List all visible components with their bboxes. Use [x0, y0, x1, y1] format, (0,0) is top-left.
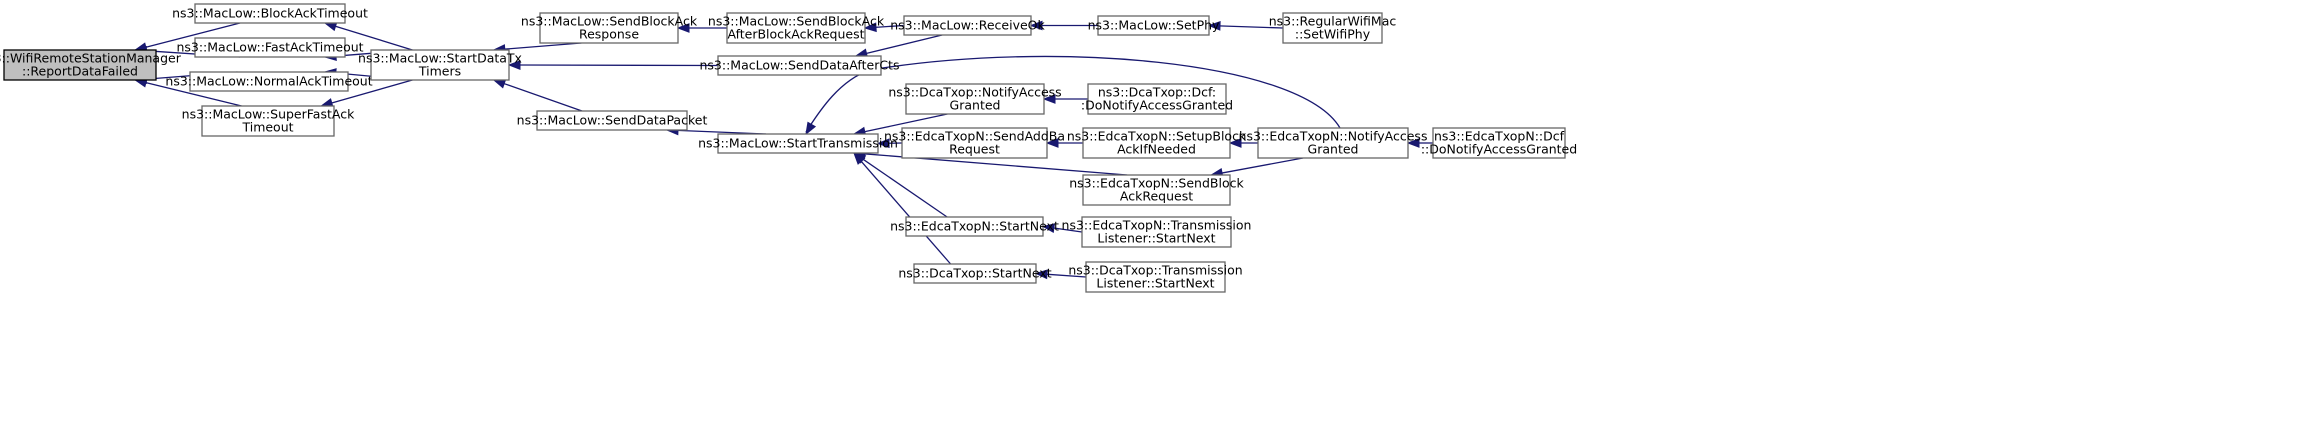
node-dcatrans[interactable]: ns3::DcaTxop::TransmissionListener::Star…: [1068, 262, 1242, 292]
node-label: ::ReportDataFailed: [22, 64, 138, 79]
node-label: AckRequest: [1120, 189, 1193, 204]
edge-arrowhead: [494, 80, 506, 88]
node-label: ns3::MacLow::SetPhy: [1088, 18, 1220, 33]
node-senddatacts[interactable]: ns3::MacLow::SendDataAfterCts: [700, 56, 900, 75]
node-senddatapkt[interactable]: ns3::MacLow::SendDataPacket: [517, 111, 708, 130]
node-label: ::SetWifiPhy: [1295, 27, 1371, 42]
node-label: ns3::MacLow::BlockAckTimeout: [172, 6, 368, 21]
edge-senddatacts-to-startdata: [509, 61, 718, 69]
node-fastack[interactable]: ns3::MacLow::FastAckTimeout: [176, 38, 363, 57]
node-label: ns3::MacLow::SendDataPacket: [517, 113, 708, 128]
node-label: Granted: [950, 98, 1001, 113]
node-edcatrans[interactable]: ns3::EdcaTxopN::TransmissionListener::St…: [1062, 217, 1252, 247]
node-starttx[interactable]: ns3::MacLow::StartTransmission: [698, 134, 898, 153]
node-label: ns3::MacLow::NormalAckTimeout: [165, 74, 372, 89]
node-label: AfterBlockAckRequest: [727, 27, 864, 42]
node-normalack[interactable]: ns3::MacLow::NormalAckTimeout: [165, 72, 372, 91]
node-report[interactable]: ns3::WifiRemoteStationManager::ReportDat…: [0, 50, 182, 80]
edge-line: [862, 159, 947, 217]
node-dcanext[interactable]: ns3::DcaTxop::StartNext: [898, 264, 1051, 283]
node-label: Timers: [418, 64, 461, 79]
node-label: ns3::MacLow::StartTransmission: [698, 136, 898, 151]
edge-dcanext-to-starttx: [854, 153, 951, 264]
node-receiveok[interactable]: ns3::MacLow::ReceiveOk: [890, 16, 1045, 35]
edge-line: [861, 161, 951, 264]
edge-line: [504, 43, 582, 49]
node-label: Listener::StartNext: [1097, 231, 1215, 246]
edge-receiveok-to-senddatacts: [856, 35, 942, 57]
node-label: Request: [949, 142, 1000, 157]
node-setphy[interactable]: ns3::MacLow::SetPhy: [1088, 16, 1220, 35]
node-label: ns3::EdcaTxopN::StartNext: [890, 219, 1059, 234]
node-layer: ns3::WifiRemoteStationManager::ReportDat…: [0, 4, 1577, 292]
node-sendblockafter[interactable]: ns3::MacLow::SendBlockAckAfterBlockAckRe…: [708, 13, 885, 43]
node-label: Granted: [1308, 142, 1359, 157]
node-label: Response: [579, 27, 639, 42]
node-edcanext[interactable]: ns3::EdcaTxopN::StartNext: [890, 217, 1059, 236]
node-blockack[interactable]: ns3::MacLow::BlockAckTimeout: [172, 4, 368, 23]
node-regular[interactable]: ns3::RegularWifiMac::SetWifiPhy: [1269, 13, 1397, 43]
edge-line: [1221, 158, 1303, 173]
node-label: AckIfNeeded: [1117, 142, 1196, 157]
edge-line: [503, 83, 582, 111]
node-label: ns3::MacLow::SendDataAfterCts: [700, 58, 900, 73]
edge-line: [866, 35, 943, 54]
node-label: Timeout: [241, 120, 293, 135]
node-label: ns3::DcaTxop::StartNext: [898, 266, 1051, 281]
edge-edcanotify-to-sendblockreq: [1211, 158, 1303, 177]
node-dcfnotify[interactable]: ns3::DcaTxop::Dcf::DoNotifyAccessGranted: [1081, 84, 1233, 114]
node-label: ns3::MacLow::ReceiveOk: [890, 18, 1045, 33]
node-edcadcf[interactable]: ns3::EdcaTxopN::Dcf::DoNotifyAccessGrant…: [1421, 128, 1577, 158]
node-label: ::DoNotifyAccessGranted: [1421, 142, 1577, 157]
node-label: Listener::StartNext: [1096, 276, 1214, 291]
edge-arrowhead: [806, 122, 815, 134]
node-dcanotify[interactable]: ns3::DcaTxop::NotifyAccessGranted: [888, 84, 1061, 114]
node-edcanotify[interactable]: ns3::EdcaTxopN::NotifyAccessGranted: [1239, 128, 1428, 158]
edge-senddatapkt-to-startdata: [494, 80, 582, 111]
node-label: :DoNotifyAccessGranted: [1081, 98, 1233, 113]
node-label: ns3::MacLow::FastAckTimeout: [176, 40, 363, 55]
